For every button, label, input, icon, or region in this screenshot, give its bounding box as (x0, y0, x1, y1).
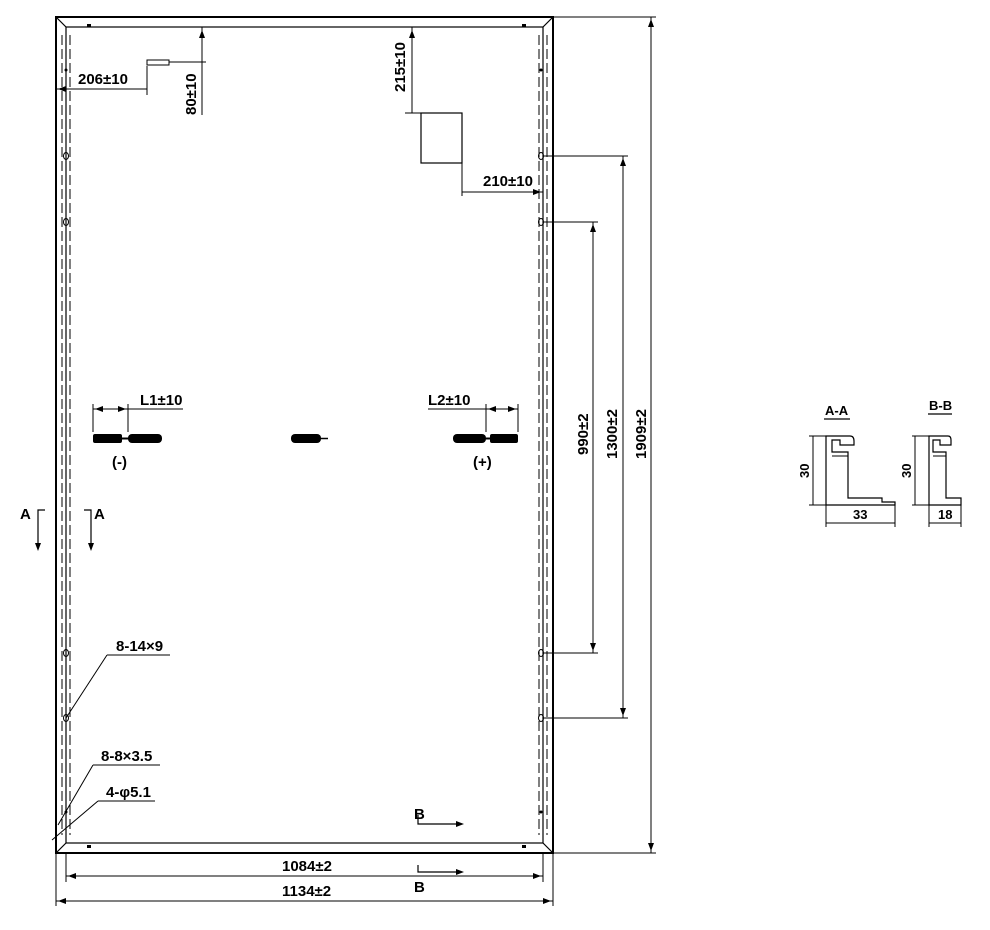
section-bb-width: 18 (938, 507, 952, 522)
dim-1909-label: 1909±2 (633, 409, 650, 459)
module-frame (55, 16, 554, 854)
section-mark-a-left: A (20, 506, 45, 551)
svg-text:B: B (414, 806, 425, 823)
section-bb: B-B 30 18 (899, 398, 962, 527)
dim-206-label: 206±10 (78, 71, 128, 88)
section-bb-height: 30 (899, 464, 914, 478)
dim-1909: 1909±2 (553, 16, 656, 854)
polarity-negative: (-) (112, 454, 127, 471)
connector-negative: L1±10 (-) (92, 392, 183, 471)
dim-210: 210±10 (461, 163, 543, 196)
dim-206: 206±10 (56, 66, 148, 95)
section-aa: A-A 30 33 (797, 403, 896, 527)
dim-80-label: 80±10 (183, 73, 200, 115)
dim-1134-label: 1134±2 (282, 883, 331, 900)
section-mark-a-right: A (84, 506, 105, 551)
connector-positive: L2±10 (+) (428, 392, 519, 471)
svg-text:B: B (414, 879, 425, 896)
section-mark-b-top: B (414, 806, 464, 827)
dim-990-label: 990±2 (575, 413, 592, 455)
dim-215-label: 215±10 (392, 42, 409, 92)
dim-210-label: 210±10 (483, 173, 533, 190)
svg-text:A: A (94, 506, 105, 523)
holes-mount-label: 8-14×9 (116, 638, 163, 655)
polarity-positive: (+) (473, 454, 492, 471)
leader-8-8x3.5: 8-8×3.5 (57, 748, 160, 826)
section-bb-title: B-B (929, 398, 952, 413)
dim-1134: 1134±2 (55, 853, 554, 906)
junction-box (420, 112, 463, 164)
cable-l2-label: L2±10 (428, 392, 470, 409)
holes-ground-label: 4-φ5.1 (106, 784, 151, 801)
dim-990: 990±2 (543, 221, 598, 654)
connector-center (291, 434, 328, 443)
dim-1084-label: 1084±2 (282, 858, 332, 875)
dim-1084: 1084±2 (65, 853, 544, 882)
dim-215: 215±10 (392, 27, 421, 114)
dim-1300: 1300±2 (543, 155, 628, 719)
dim-1300-label: 1300±2 (604, 409, 621, 459)
cable-l1-label: L1±10 (140, 392, 182, 409)
section-aa-height: 30 (797, 464, 812, 478)
leader-8-14x9: 8-14×9 (65, 638, 170, 719)
dim-80: 80±10 (169, 27, 206, 115)
label-slot (146, 59, 170, 66)
section-aa-width: 33 (853, 507, 867, 522)
section-mark-b-bottom: B (414, 865, 464, 896)
section-aa-title: A-A (825, 403, 849, 418)
leader-4-phi5.1: 4-φ5.1 (51, 784, 155, 841)
svg-text:A: A (20, 506, 31, 523)
holes-drain-label: 8-8×3.5 (101, 748, 152, 765)
